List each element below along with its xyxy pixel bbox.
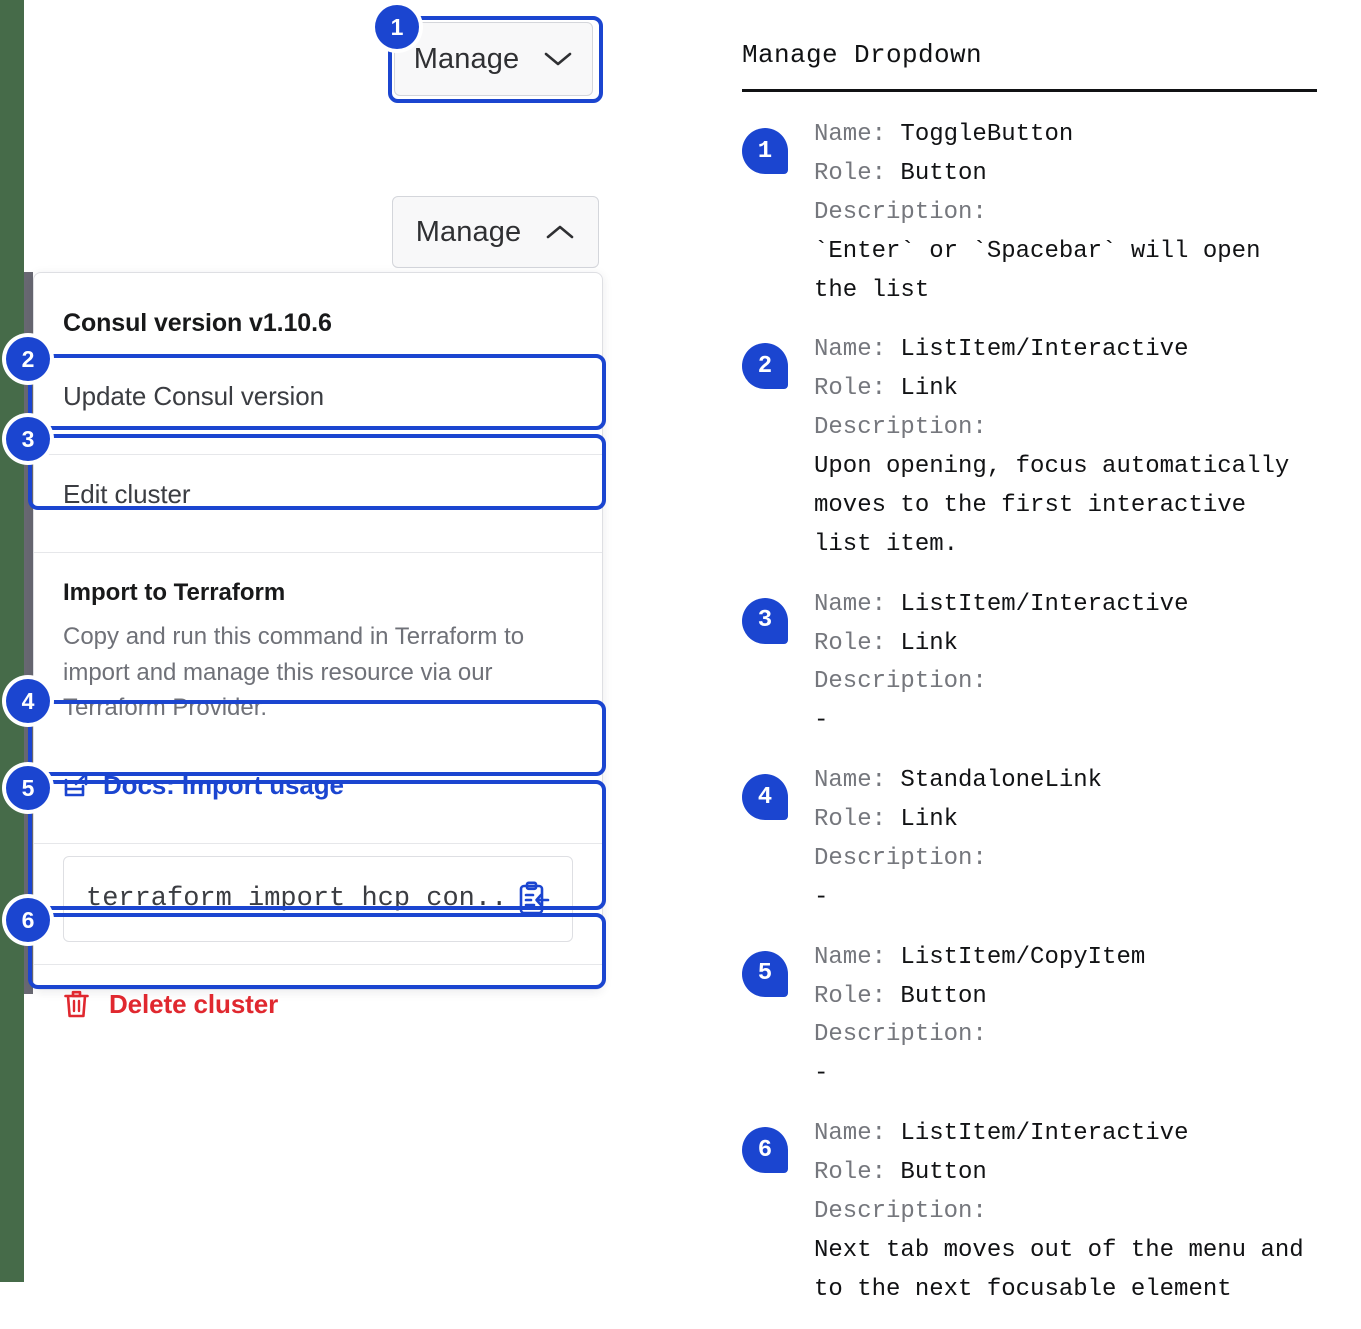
manage-toggle-collapsed[interactable]: Manage	[394, 22, 593, 96]
clipboard-copy-icon[interactable]	[516, 881, 550, 917]
manage-toggle-expanded-label: Manage	[415, 215, 522, 248]
annotation-name-label: Name:	[814, 767, 901, 795]
annotation-role-value: Link	[900, 806, 959, 833]
annotation-role-label: Role:	[814, 159, 901, 187]
annotation-name-value: ToggleButton	[900, 121, 1074, 148]
callout-bullet-3: 3	[6, 417, 50, 461]
manage-dropdown-panel: Consul version v1.10.6 Update Consul ver…	[33, 272, 603, 1019]
chevron-down-icon	[543, 50, 573, 68]
annotation-name-value: ListItem/Interactive	[900, 336, 1189, 364]
annotation-panel-title: Manage Dropdown	[742, 40, 983, 70]
trash-icon	[63, 989, 90, 1019]
annotation-role-value: Link	[900, 629, 959, 657]
annotation-description-value: -	[814, 1060, 829, 1088]
callout-bullet-2: 2	[6, 337, 50, 381]
divider	[34, 552, 602, 553]
callout-bullet-5: 5	[6, 766, 50, 810]
manage-toggle-expanded[interactable]: Manage	[392, 196, 599, 268]
annotation-description-label: Description:	[814, 668, 987, 696]
divider	[34, 963, 602, 965]
panel-rule	[742, 89, 1317, 92]
docs-import-usage-label: Docs: Import usage	[103, 769, 344, 800]
annotation-description-label: Description:	[814, 1197, 987, 1225]
terraform-import-command-row[interactable]: terraform import hcp_con...	[63, 855, 573, 942]
import-to-terraform-heading: Import to Terraform	[63, 579, 286, 606]
chevron-up-icon	[545, 223, 575, 241]
annotation-description-label: Description:	[814, 844, 987, 872]
annotation-role-value: Button	[900, 1159, 987, 1186]
annotation-name-label: Name:	[814, 943, 901, 971]
annotation-description-label: Description:	[814, 198, 987, 226]
external-link-docs-icon	[63, 771, 89, 799]
annotation-name-label: Name:	[814, 121, 901, 148]
annotation-description-value: `Enter` or `Spacebar` will open the list	[814, 237, 1261, 304]
annotation-name-label: Name:	[814, 1120, 901, 1148]
menu-item-edit-cluster[interactable]: Edit cluster	[63, 479, 191, 509]
annotation-name-label: Name:	[814, 590, 901, 618]
annotation-role-label: Role:	[814, 1159, 901, 1186]
annotation-role-label: Role:	[814, 629, 901, 657]
annotation-role-value: Button	[900, 982, 987, 1010]
dropdown-left-edge-strip	[24, 272, 33, 994]
annotation-description-label: Description:	[814, 1021, 987, 1049]
menu-item-update-consul-version[interactable]: Update Consul version	[63, 381, 324, 411]
annotation-role-label: Role:	[814, 806, 901, 833]
callout-bullet-1: 1	[375, 5, 419, 49]
annotation-role-value: Link	[900, 375, 959, 403]
manage-dropdown-demo: Manage Manage Consul version v1.10.6 Upd…	[0, 0, 700, 1282]
annotation-description-value: Next tab moves out of the menu and to th…	[814, 1236, 1304, 1303]
annotation-marker-6: 6	[742, 1127, 788, 1174]
callout-bullet-6: 6	[6, 898, 50, 942]
annotation-name-value: ListItem/Interactive	[900, 1120, 1189, 1148]
annotation-marker-1: 1	[742, 128, 788, 174]
annotation-description-value: -	[814, 707, 829, 735]
annotation-marker-4: 4	[742, 774, 788, 821]
annotation-marker-3: 3	[742, 597, 788, 644]
consul-version-header: Consul version v1.10.6	[63, 309, 332, 337]
divider	[34, 454, 602, 455]
menu-item-docs-import-usage[interactable]: Docs: Import usage	[34, 746, 602, 825]
annotation-description-value: Upon opening, focus automatically moves …	[814, 453, 1290, 558]
import-to-terraform-block: Import to Terraform Copy and run this co…	[34, 553, 602, 746]
import-to-terraform-description: Copy and run this command in Terraform t…	[63, 623, 525, 722]
annotation-role-label: Role:	[814, 982, 901, 1010]
annotation-description-label: Description:	[814, 414, 987, 442]
callout-bullet-4: 4	[6, 679, 50, 723]
annotation-role-label: Role:	[814, 375, 901, 403]
menu-item-delete-cluster[interactable]: Delete cluster	[34, 965, 602, 1044]
annotation-marker-5: 5	[742, 950, 788, 997]
delete-cluster-label: Delete cluster	[109, 988, 279, 1019]
divider	[34, 842, 602, 844]
annotation-name-value: StandaloneLink	[900, 767, 1103, 795]
annotation-description-value: -	[814, 883, 829, 911]
annotation-name-value: ListItem/Interactive	[900, 590, 1189, 618]
annotation-role-value: Button	[900, 159, 987, 187]
terraform-import-command-text: terraform import hcp_con...	[86, 883, 502, 914]
manage-toggle-collapsed-label: Manage	[413, 42, 520, 75]
left-green-rail	[0, 0, 24, 1282]
annotation-marker-2: 2	[742, 343, 788, 390]
annotation-name-label: Name:	[814, 336, 901, 364]
annotation-name-value: ListItem/CopyItem	[900, 943, 1146, 971]
